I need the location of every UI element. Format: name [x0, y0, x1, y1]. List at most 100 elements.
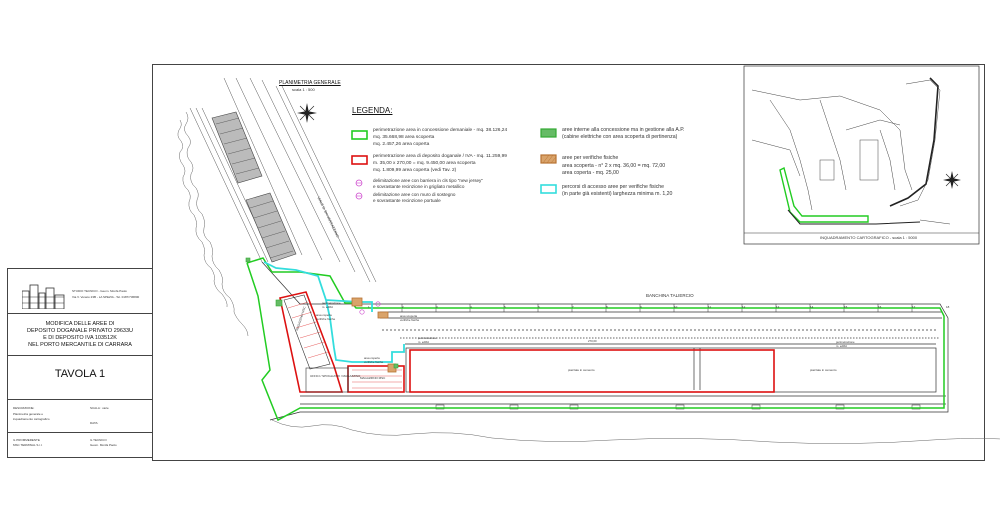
- concession-perimeter: [246, 257, 945, 422]
- legend-access-line-1: percorsi di accesso aree per verifiche f…: [562, 184, 665, 190]
- tech-name: Geom. Monfa Paolo: [90, 443, 117, 447]
- bitt-number: 17: [912, 305, 916, 309]
- building-label-ufficio: UFFICI / SPOGLIATOI / MAGAZZINO: [310, 374, 361, 378]
- warehouse-upper: [211, 111, 263, 184]
- studio-logo: [22, 284, 65, 309]
- tb-divider: [8, 432, 152, 433]
- date-label: DATA:: [90, 421, 99, 425]
- perim-label-3b: m. edifici: [836, 344, 848, 348]
- bitt-number: 8: [606, 305, 608, 309]
- sheet-number: TAVOLA 1: [54, 368, 106, 380]
- tb-divider: [8, 313, 152, 314]
- bitt-number: 9: [640, 305, 642, 309]
- bitt-number: 5: [504, 305, 506, 309]
- verifica-label-1b: verifiche fisiche: [316, 317, 336, 321]
- bitt-number: 16: [878, 305, 882, 309]
- legend-ap-line-2: (cabine elettriche con area scoperta di …: [562, 134, 678, 140]
- bitt-number: 7: [572, 305, 574, 309]
- customs-deposit: [279, 291, 775, 393]
- bitt-number: 10: [674, 305, 678, 309]
- legend-barrier-line-1: delimitazione aree con barriera in cls t…: [373, 178, 483, 183]
- drawing-frame: [152, 64, 985, 461]
- inset-frame: [743, 65, 980, 245]
- bitt-number: 6: [538, 305, 540, 309]
- barrier-markers: [359, 301, 381, 315]
- perim-label-3: perimetrazione: [836, 340, 855, 344]
- dimension-label: 270,00: [588, 339, 597, 343]
- studio-name: STUDIO TECNICO - Geom. Monfa Paolo: [72, 289, 127, 293]
- subject-line-4: NEL PORTO MERCANTILE DI CARRARA: [28, 342, 132, 348]
- bitt-number: 14: [810, 305, 814, 309]
- area-label-piazzale-1: piazzale in cemento: [568, 368, 595, 372]
- title-block: STUDIO TECNICO - Geom. Monfa Paolo Via V…: [7, 268, 153, 458]
- building-hatch: [287, 301, 402, 389]
- desc-line-1: Planimetria generale e: [13, 412, 44, 416]
- access-path: [263, 261, 405, 363]
- owner-label: IL PROMMERENTE: [13, 438, 40, 442]
- breakwater: [177, 111, 1000, 444]
- verifica-label-2: area scoperta: [400, 314, 418, 318]
- legend-ap-line-1: aree interne alla concessione ma in gest…: [562, 127, 685, 133]
- desc-line-2: inquadramento cartografico: [13, 417, 50, 421]
- ap-areas: [245, 257, 399, 369]
- subject-line-3: E DI DEPOSITO IVA 103512K: [43, 335, 117, 341]
- desc-label: DESCRIZIONE:: [13, 406, 35, 410]
- legend-red-line-2: m. 35,00 x 270,00 = mq. 9.450,00 area sc…: [373, 161, 476, 166]
- bitt-number: 1: [368, 305, 370, 309]
- tech-label: IL TECNICO: [90, 438, 107, 442]
- legend-wall-line-1: delimitazione aree con muro di sostegno: [373, 192, 456, 197]
- building-label-magazzino-2: MAGAZZINO MSC: [360, 376, 386, 380]
- legend-access-line-2: (in parte già esistenti) larghezza minim…: [562, 191, 673, 197]
- area-label-piazzale-2: piazzale in cemento: [810, 368, 837, 372]
- verification-areas: [351, 297, 397, 373]
- subject-line-2: DEPOSITO DOGANALE PRIVATO 29633U: [27, 328, 133, 334]
- legend-barrier-line-2: e sovrastante recinzione in grigliato me…: [373, 184, 465, 189]
- verifica-label-3b: verifiche fisiche: [364, 360, 384, 364]
- bitt-number: 4: [470, 305, 472, 309]
- inset-north-arrow-icon: [943, 171, 961, 189]
- legend-green-line-2: mq. 35.668,98 area scoperta: [373, 135, 435, 140]
- inset-concession: [779, 166, 869, 223]
- legend-verifica-line-2: area scoperta - n° 2 x mq. 36,00 = mq. 7…: [562, 163, 666, 169]
- subject-line-1: MODIFICA DELLE AREE DI: [45, 321, 115, 327]
- studio-address: Via V. Veneto 23B - LA SPEZIA - Tel. 018…: [72, 295, 140, 299]
- north-arrow-icon: [297, 103, 317, 123]
- legend-heading: LEGENDA:: [352, 106, 393, 115]
- legend-swatches: [351, 128, 557, 200]
- inset-map: [751, 79, 951, 225]
- warehouse-lower: [245, 192, 297, 263]
- owner-name: MSC TERMINAL S.r.l.: [13, 443, 43, 447]
- legend-verifica-line-1: aree per verifiche fisiche: [562, 155, 619, 161]
- perim-label-2b: m. edifici: [418, 340, 430, 344]
- perim-label-1: perimetrazione: [322, 301, 341, 305]
- bitt-number: 15: [844, 305, 848, 309]
- tb-divider: [8, 399, 152, 400]
- quay-label: BANCHINA TALIERCIO: [646, 293, 694, 298]
- bitt-number: 12: [742, 305, 746, 309]
- bitt-number: 18: [946, 305, 950, 309]
- bitt-number: 2: [402, 305, 404, 309]
- perim-label-1b: m. edifici: [322, 305, 334, 309]
- verifica-label-1: area coperta: [316, 313, 332, 317]
- legend-green-line-1: perimetrazione area in concessione deman…: [373, 128, 508, 133]
- inset-quay: [787, 209, 921, 225]
- scale-label: SCALA : varie: [90, 406, 109, 410]
- inset-caption: INQUADRAMENTO CARTOGRAFICO - scala 1 : 5…: [820, 235, 918, 240]
- inset-breakwater: [889, 77, 939, 207]
- verifica-label-3: area coperta: [364, 356, 380, 360]
- bitt-number: 13: [776, 305, 780, 309]
- plan-scale: scala 1 : 500: [292, 87, 315, 92]
- bitt-number: 11: [708, 305, 712, 309]
- legend-wall-line-2: e sovrastante recinzione portuale: [373, 198, 441, 203]
- bitt-number: 3: [436, 305, 438, 309]
- plan-title: PLANIMETRIA GENERALE: [279, 80, 341, 86]
- gate-marks: [435, 404, 921, 410]
- legend-red-line-3: mq. 1.809,99 area coperta (vedi Tav. 2): [373, 168, 457, 173]
- verifica-label-2b: verifiche fisiche: [400, 318, 420, 322]
- legend-verifica-line-3: area coperta - mq. 25,00: [562, 170, 619, 176]
- perim-label-2: perimetrazione: [418, 336, 437, 340]
- legend-green-line-3: mq. 2.457,26 area coperta: [373, 142, 430, 147]
- tb-divider: [8, 355, 152, 356]
